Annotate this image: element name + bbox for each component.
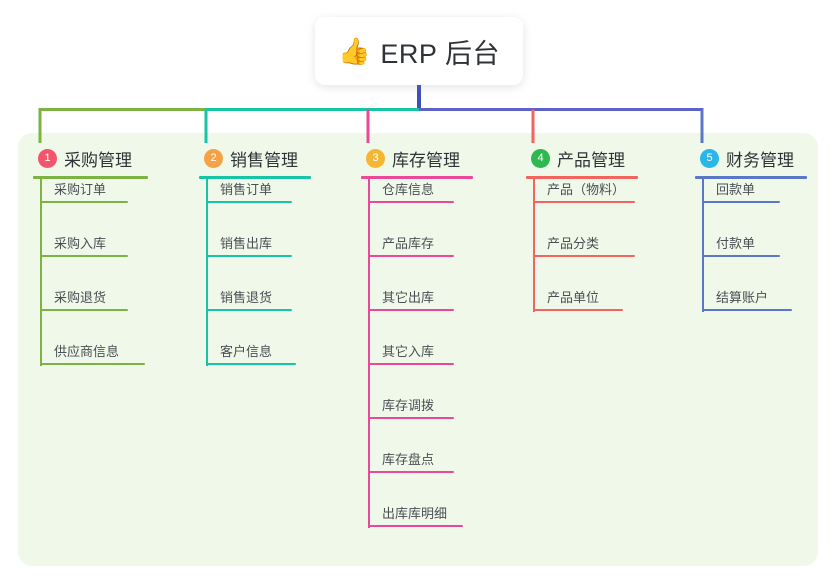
leaf-node-rule [206, 309, 292, 311]
diagram-background-panel [18, 133, 818, 566]
branch-title: 销售管理 [230, 150, 298, 170]
leaf-node-label: 出库库明细 [382, 506, 448, 521]
branch-column-4: 4 产品管理产品（物料） 产品分类产品单位 [523, 145, 638, 312]
branch-column-5: 5 财务管理回款单付款单结算账户 [692, 145, 807, 312]
leaf-node-rule [533, 309, 623, 311]
leaf-node-label: 产品（物料） [547, 182, 626, 197]
branch-number-badge: 1 [38, 148, 57, 168]
leaf-node-label: 回款单 [716, 182, 756, 197]
branch-header-5[interactable]: 5 财务管理 [692, 145, 794, 171]
branch-header-2[interactable]: 2 销售管理 [196, 145, 298, 171]
leaf-node-rule [40, 363, 145, 365]
leaf-node-rule [702, 255, 780, 257]
leaf-node-label: 销售出库 [220, 236, 273, 251]
branch-number-badge: 5 [700, 148, 719, 168]
leaf-node-rule [368, 201, 454, 203]
leaf-node-rule [206, 363, 296, 365]
leaf-node-rule [702, 201, 780, 203]
leaf-node-label: 库存盘点 [382, 452, 435, 467]
branch-number-badge: 4 [531, 148, 550, 168]
branch-number-badge: 2 [204, 148, 223, 168]
leaf-node-rule [368, 471, 454, 473]
leaf-node-label: 销售订单 [220, 182, 273, 197]
branch-header-rule [361, 176, 473, 179]
leaf-node-label: 采购入库 [54, 236, 107, 251]
leaf-node-label: 产品单位 [547, 290, 600, 305]
leaf-node-rule [702, 309, 792, 311]
branch-spine [533, 179, 535, 312]
leaf-node-label: 销售退货 [220, 290, 273, 305]
branch-title: 财务管理 [726, 150, 794, 170]
branch-header-rule [199, 176, 311, 179]
leaf-node-label: 其它出库 [382, 290, 435, 305]
branch-number-badge: 3 [366, 148, 385, 168]
branch-title: 库存管理 [392, 150, 460, 170]
leaf-node-label: 采购退货 [54, 290, 107, 305]
leaf-node-rule [40, 309, 128, 311]
leaf-node-rule [368, 309, 454, 311]
leaf-node-rule [533, 201, 635, 203]
branch-header-rule [695, 176, 807, 179]
leaf-node-label: 供应商信息 [54, 344, 120, 359]
leaf-node-rule [40, 255, 128, 257]
branch-column-1: 1 采购管理采购订单采购入库采购退货供应商信息 [30, 145, 148, 366]
branch-header-rule [526, 176, 638, 179]
branch-header-rule [33, 176, 148, 179]
leaf-node-rule [206, 201, 292, 203]
thumbs-up-icon: 👍 [338, 36, 371, 66]
leaf-node-rule [533, 255, 635, 257]
leaf-node-label: 库存调拨 [382, 398, 435, 413]
leaf-node-label: 客户信息 [220, 344, 273, 359]
branch-column-2: 2 销售管理销售订单销售出库销售退货客户信息 [196, 145, 311, 366]
branch-spine [206, 179, 208, 366]
branch-header-3[interactable]: 3 库存管理 [358, 145, 460, 171]
root-node-title: ERP 后台 [380, 38, 500, 69]
branch-title: 产品管理 [557, 150, 625, 170]
leaf-node-rule [40, 201, 128, 203]
branch-spine [40, 179, 42, 366]
leaf-node-label: 采购订单 [54, 182, 107, 197]
leaf-node-rule [368, 363, 454, 365]
leaf-node-label: 结算账户 [716, 290, 769, 305]
leaf-node-rule [206, 255, 292, 257]
branch-header-1[interactable]: 1 采购管理 [30, 145, 132, 171]
leaf-node-label: 付款单 [716, 236, 756, 251]
leaf-node-label: 产品分类 [547, 236, 600, 251]
branch-spine [702, 179, 704, 312]
branch-header-4[interactable]: 4 产品管理 [523, 145, 625, 171]
leaf-node-label: 其它入库 [382, 344, 435, 359]
leaf-node-rule [368, 525, 463, 527]
branch-spine [368, 179, 370, 528]
leaf-node-label: 仓库信息 [382, 182, 435, 197]
root-node[interactable]: 👍 ERP 后台 [315, 17, 523, 85]
leaf-node-rule [368, 255, 454, 257]
branch-title: 采购管理 [64, 150, 132, 170]
leaf-node-rule [368, 417, 454, 419]
branch-column-3: 3 库存管理仓库信息产品库存其它出库其它入库库存调拨库存盘点出库库明细 [358, 145, 473, 528]
leaf-node-label: 产品库存 [382, 236, 435, 251]
